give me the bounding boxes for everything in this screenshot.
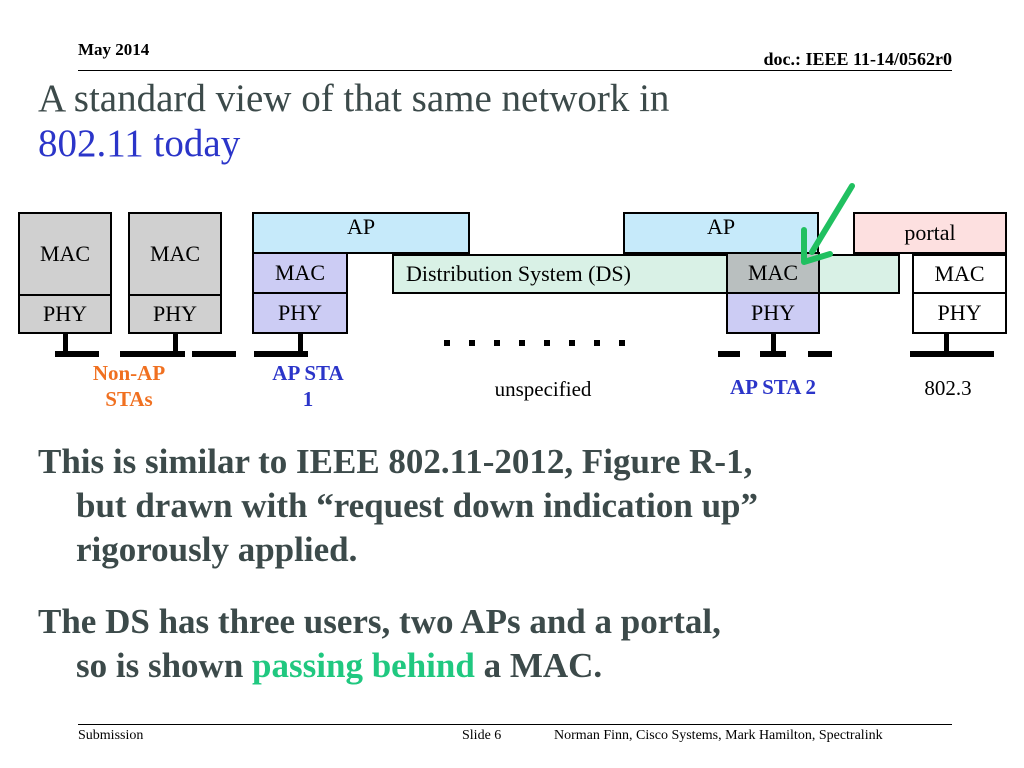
wireless-segment (808, 351, 832, 357)
bullet-1-line-1: This is similar to IEEE 802.11-2012, Fig… (38, 442, 753, 481)
bus-drop (298, 334, 303, 352)
bullet-2-text-pre: so is shown (76, 646, 253, 685)
bullet-2-line-2: so is shown passing behind a MAC. (38, 644, 998, 688)
ap-sta2-label: AP STA 2 (730, 375, 816, 399)
bullet-1: This is similar to IEEE 802.11-2012, Fig… (38, 440, 998, 572)
non-ap-sta1-phy: PHY (18, 294, 112, 334)
distribution-system: Distribution System (DS) (392, 254, 900, 294)
wireless-segment (254, 351, 308, 357)
wireless-segment (192, 351, 236, 357)
header-date: May 2014 (78, 40, 150, 59)
unspecified-dots (444, 340, 634, 350)
bullet-2-text-post: a MAC. (474, 646, 603, 685)
wireless-segment (718, 351, 740, 357)
ap-sta1-label: AP STA 1 (246, 360, 370, 412)
footer-authors: Norman Finn, Cisco Systems, Mark Hamilto… (554, 728, 883, 743)
ap-sta1-line1: AP STA (272, 361, 344, 385)
title-line-1: A standard view of that same network in (38, 77, 670, 120)
bus-drop (944, 334, 949, 352)
ethernet-bus (910, 351, 994, 357)
arrow-icon (801, 183, 855, 265)
ds-label: Distribution System (DS) (406, 261, 631, 286)
bus-drop (63, 334, 68, 352)
bus-drop (771, 334, 776, 352)
bus-drop (173, 334, 178, 352)
slide-title: A standard view of that same network in … (38, 76, 978, 166)
ap1-phy: PHY (252, 292, 348, 334)
bullet-2-line-1: The DS has three users, two APs and a po… (38, 602, 721, 641)
title-line-2: 802.11 today (38, 122, 241, 165)
ap2-phy: PHY (726, 292, 820, 334)
portal-mac: MAC (912, 254, 1007, 294)
bullet-1-line-2: but drawn with “request down indication … (76, 486, 759, 525)
non-ap-stas-line2: STAs (105, 387, 153, 411)
ap-sta1-line2: 1 (302, 387, 314, 411)
wireless-segment (760, 351, 786, 357)
ap1-mac: MAC (252, 252, 348, 294)
non-ap-stas-label: Non-AP STAs (66, 360, 192, 412)
portal-phy: PHY (912, 292, 1007, 334)
ap2-box: AP (623, 212, 819, 254)
footer-slide-number: Slide 6 (462, 728, 502, 743)
ap1-box: AP (252, 212, 470, 254)
bullet-2: The DS has three users, two APs and a po… (38, 600, 998, 688)
bullet-1-line-3: rigorously applied. (76, 530, 358, 569)
ieee-8023-label: 802.3 (924, 376, 972, 400)
non-ap-sta2-mac: MAC (128, 212, 222, 296)
wireless-segment (55, 351, 99, 357)
ap2-mac: MAC (726, 252, 820, 294)
passing-behind-highlight: passing behind (252, 646, 475, 685)
non-ap-sta2-phy: PHY (128, 294, 222, 334)
footer-divider (78, 724, 952, 725)
footer-submission: Submission (78, 728, 144, 743)
portal-box: portal (853, 212, 1007, 254)
unspecified-label: unspecified (494, 377, 592, 401)
non-ap-stas-line1: Non-AP (92, 361, 166, 385)
wireless-segment (120, 351, 185, 357)
non-ap-sta1-mac: MAC (18, 212, 112, 296)
header-doc-id: doc.: IEEE 11-14/0562r0 (763, 49, 952, 69)
header-divider (78, 70, 952, 71)
